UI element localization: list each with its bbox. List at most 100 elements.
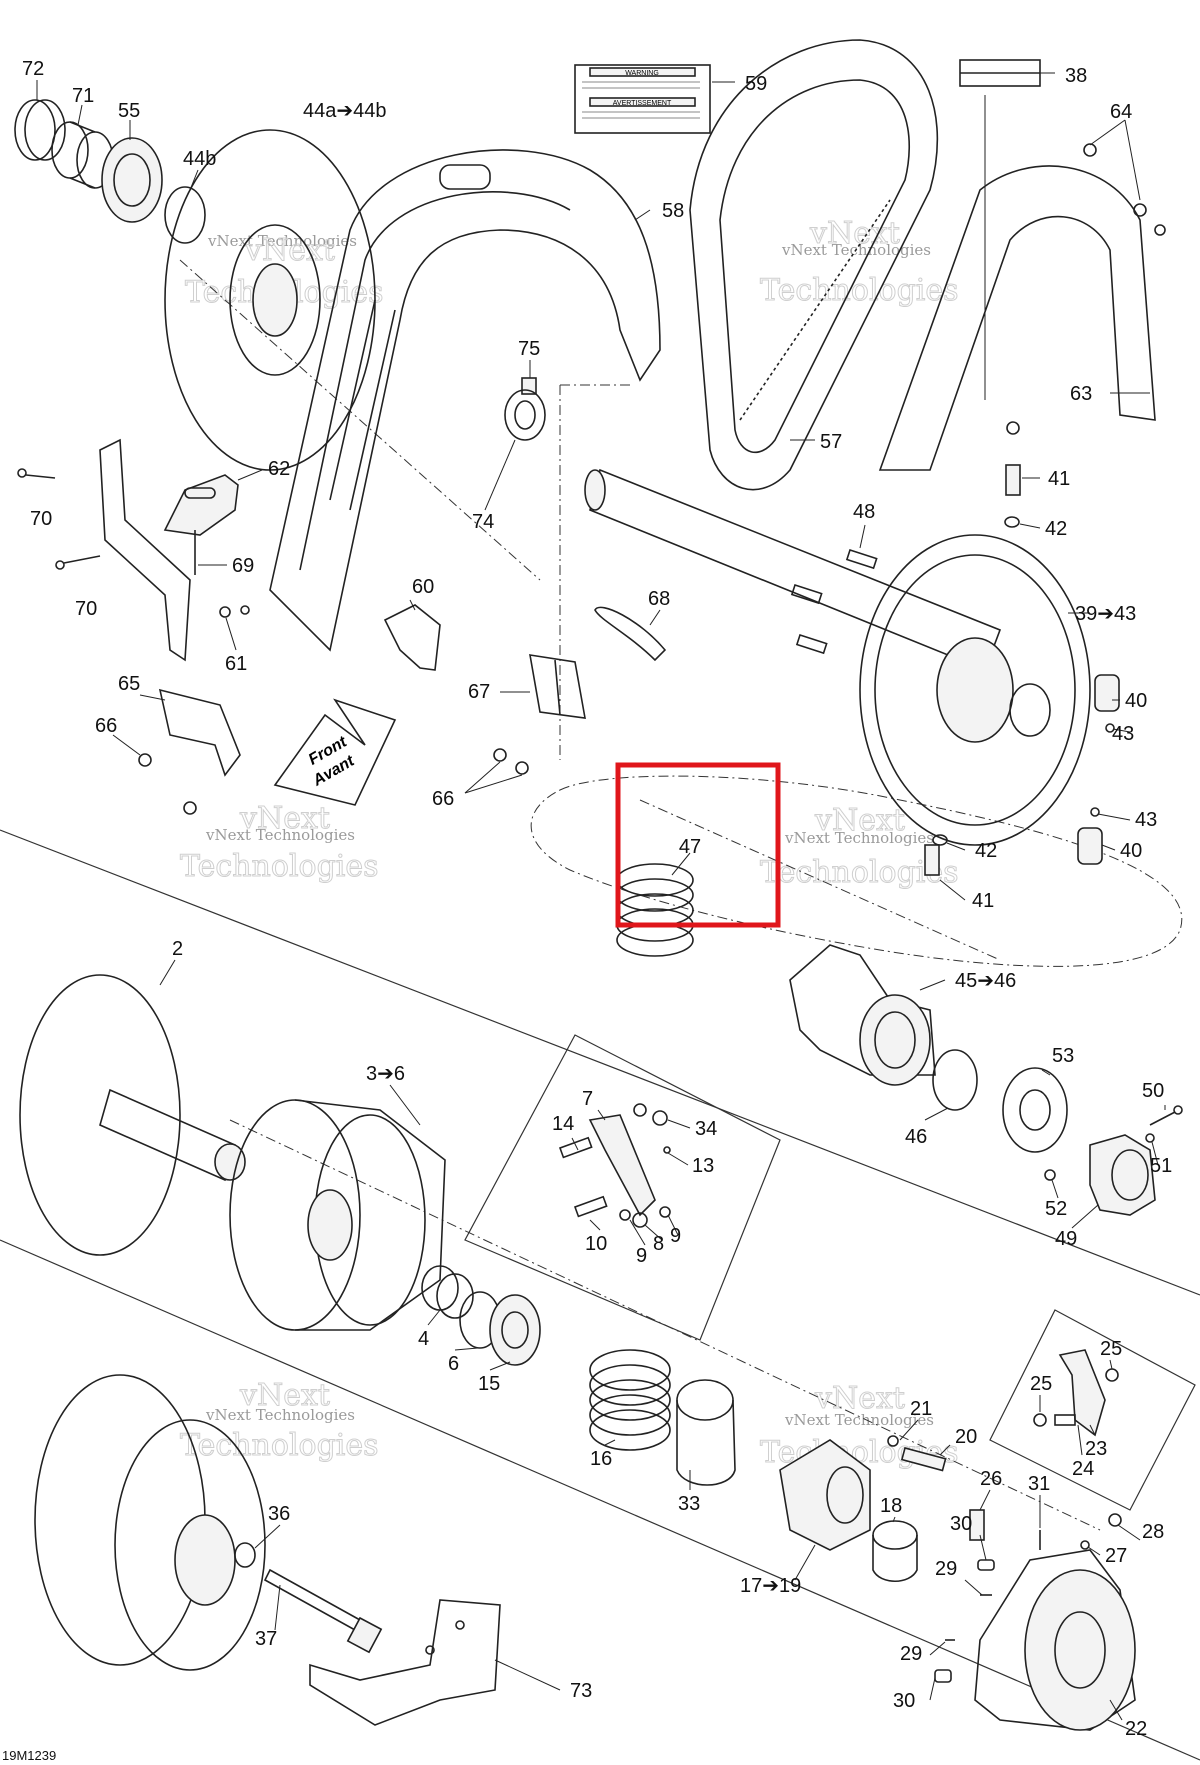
callout-label: 66: [95, 715, 117, 737]
callout-label: 72: [22, 58, 44, 80]
part-engine-sheave: [34, 1374, 266, 1671]
watermark-line1: vNext: [239, 1378, 330, 1413]
callout-label: 13: [692, 1155, 714, 1177]
callout-label: 23: [1085, 1438, 1107, 1460]
watermark-line1: vNext: [244, 233, 335, 268]
callout-label: 18: [880, 1495, 902, 1517]
callout-label: 30: [893, 1690, 915, 1712]
callout-label: 27: [1105, 1545, 1127, 1567]
callout-label: 60: [412, 576, 434, 598]
part-14-10-pins: [558, 1136, 608, 1218]
callout-label: 43: [1135, 809, 1157, 831]
part-44a-sheave: [164, 129, 376, 471]
watermark-small-text: vNext Technologies: [205, 826, 355, 844]
part-8-9-washers: [619, 1206, 671, 1228]
callout-label: 24: [1072, 1458, 1094, 1480]
part-53-washer: [1002, 1067, 1068, 1153]
part-55-bearing: [101, 137, 163, 223]
callout-label: 30: [950, 1513, 972, 1535]
watermark: vNext Technologies vNext Technologies: [180, 1378, 380, 1464]
callout-label: 58: [662, 200, 684, 222]
part-67-hinge: [529, 654, 586, 719]
callout-label: 55: [118, 100, 140, 122]
part-48-bolts: [790, 548, 878, 655]
callout-label: 51: [1150, 1155, 1172, 1177]
watermark: vNext Technologies vNext Technologies: [760, 216, 960, 309]
watermark-small-text: vNext Technologies: [784, 1411, 934, 1429]
watermark: vNext Technologies vNext Technologies: [760, 1381, 960, 1471]
part-63-cover: [878, 165, 1156, 471]
front-direction-arrow: Front Avant: [273, 698, 397, 806]
part-58-belt-guard: [269, 149, 661, 652]
callout-label: 42: [1045, 518, 1067, 540]
part-47-spring: [616, 863, 694, 957]
callout-label: 67: [468, 681, 490, 703]
part-16-spring: [589, 1349, 671, 1451]
part-18-bushing: [872, 1520, 918, 1583]
callout-label: 65: [118, 673, 140, 695]
part-44b-circlip: [164, 186, 206, 244]
part-51-52-fasteners: [1044, 1133, 1155, 1181]
callout-label: 38: [1065, 65, 1087, 87]
callout-label: 45➔46: [955, 970, 1016, 992]
part-69-lever-bracket: [99, 438, 196, 662]
part-72-ring: [14, 99, 66, 161]
callout-label: 6: [448, 1353, 459, 1375]
callout-label: 42: [975, 840, 997, 862]
callout-label: 29: [935, 1558, 957, 1580]
highlighted-callout-label: 47: [679, 836, 701, 858]
section-divider-line: [0, 829, 1200, 1296]
callout-label: 10: [585, 1233, 607, 1255]
callout-label: 31: [1028, 1473, 1050, 1495]
callout-label: 26: [980, 1468, 1002, 1490]
part-17-spider: [779, 1439, 871, 1551]
part-70-screws: [17, 468, 101, 570]
callout-label: 33: [678, 1493, 700, 1515]
callout-label: 36: [268, 1503, 290, 1525]
callout-label: 21: [910, 1398, 932, 1420]
callout-label: 68: [648, 588, 670, 610]
watermark-line1: vNext: [239, 801, 330, 836]
watermark-line1: vNext: [814, 1381, 905, 1416]
part-22-housing: [974, 1549, 1136, 1731]
part-43-clips: [1090, 723, 1115, 817]
callout-label: 7: [582, 1088, 593, 1110]
callout-label: 53: [1052, 1045, 1074, 1067]
callout-label: 20: [955, 1426, 977, 1448]
highlight-box: [615, 762, 781, 928]
assembly-centerline: [179, 259, 541, 581]
watermark-small-text: vNext Technologies: [205, 1406, 355, 1424]
part-36-washer: [234, 1542, 256, 1568]
callout-label: 70: [75, 598, 97, 620]
watermark-line2: Technologies: [180, 849, 379, 884]
part-33-sleeve: [676, 1379, 736, 1486]
callout-label: 15: [478, 1373, 500, 1395]
callout-label: 28: [1142, 1521, 1164, 1543]
callout-label: 3➔6: [366, 1063, 405, 1085]
callout-label: 64: [1110, 101, 1132, 123]
watermark-line1: vNext: [809, 216, 900, 251]
callout-label: 29: [900, 1643, 922, 1665]
part-38-label: [959, 59, 1041, 87]
callout-label: 4: [418, 1328, 429, 1350]
callout-label: 34: [695, 1118, 717, 1140]
part-2-fixed-sheave: [19, 974, 246, 1256]
part-59-warning-decal: WARNING AVERTISSEMENT: [574, 64, 711, 134]
part-34-13-fasteners: [633, 1103, 671, 1154]
section-divider-line: [0, 1239, 1200, 1761]
callout-label: 52: [1045, 1198, 1067, 1220]
watermark: vNext Technologies vNext Technologies: [180, 801, 380, 885]
inset-frame: [464, 1034, 781, 1341]
callout-label: 48: [853, 501, 875, 523]
callout-label: 22: [1125, 1718, 1147, 1740]
callout-label: 57: [820, 431, 842, 453]
callout-label: 39➔43: [1075, 603, 1136, 625]
part-26-screw: [969, 1509, 985, 1541]
part-50-screw: [1149, 1105, 1183, 1126]
callout-label: 71: [72, 85, 94, 107]
part-39-fixed-sheave: [859, 534, 1091, 846]
assembly-loop: [530, 775, 1183, 967]
callout-label: 2: [172, 938, 183, 960]
part-shaft: [584, 468, 1002, 672]
